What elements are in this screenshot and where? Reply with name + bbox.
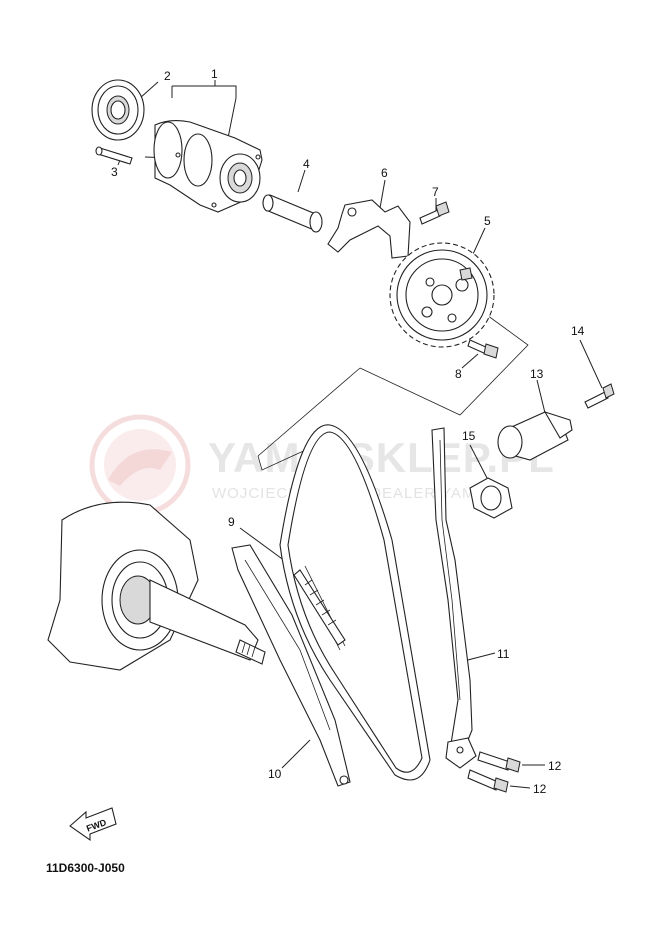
- callout-3: 3: [111, 165, 118, 179]
- bolt-part-14: [584, 383, 615, 409]
- callout-15: 15: [462, 429, 476, 443]
- bolt-part-8: [467, 339, 499, 359]
- callout-10: 10: [268, 767, 282, 781]
- callout-14: 14: [571, 324, 585, 338]
- callout-labels: 1 2 3 4 5 6 7 8 9 10 11 12 12 13 14 15: [111, 67, 585, 796]
- callout-8: 8: [455, 367, 462, 381]
- plate-part: [327, 199, 411, 259]
- diagram-code: 11D6300-J050: [46, 861, 125, 875]
- watermark: YAMA-SKLEP.PL WOJCIECHOWICZ | DEALER YAM…: [89, 414, 555, 516]
- gasket-part: [469, 477, 513, 519]
- crankshaft-part: [47, 501, 266, 671]
- pin-part: [95, 146, 133, 165]
- bolt-parts-12: [467, 751, 521, 793]
- chain-links-part: [293, 569, 346, 646]
- chain-guide-part-11: [431, 427, 477, 769]
- sprocket-part: [389, 242, 495, 348]
- camshaft-part: [153, 119, 263, 213]
- callout-4: 4: [303, 157, 310, 171]
- shaft-part: [262, 194, 323, 233]
- callout-9: 9: [228, 515, 235, 529]
- callout-13: 13: [530, 367, 544, 381]
- callout-12-lower: 12: [533, 782, 547, 796]
- fwd-arrow-icon: FWD: [69, 807, 117, 842]
- callout-6: 6: [381, 166, 388, 180]
- bearing-part: [91, 79, 145, 141]
- callout-11: 11: [497, 647, 510, 661]
- watermark-logo-icon: [89, 414, 191, 516]
- chain-guide-part-10: [231, 544, 351, 787]
- timing-chain-part: [279, 424, 431, 781]
- callout-5: 5: [484, 214, 491, 228]
- bolt-part-7: [419, 201, 450, 225]
- callout-12-upper: 12: [548, 759, 562, 773]
- watermark-title: YAMA-SKLEP.PL: [208, 434, 555, 481]
- tensioner-part: [497, 411, 573, 461]
- callout-1: 1: [211, 67, 218, 81]
- callout-2: 2: [164, 69, 171, 83]
- callout-7: 7: [432, 185, 439, 199]
